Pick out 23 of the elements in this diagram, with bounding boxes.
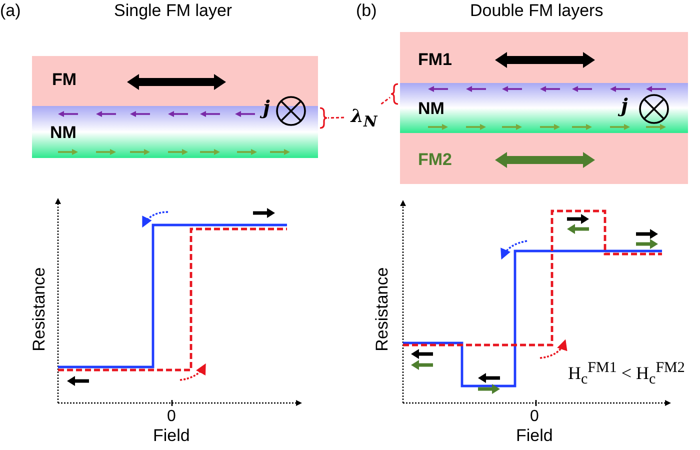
nonmagnet-layer — [400, 83, 688, 133]
layer-label: NM — [50, 123, 76, 143]
ferromagnet-layer — [400, 32, 688, 83]
spin-diffusion-length-label: λ$_{N}$ — [344, 104, 384, 130]
axis-title: Resistance — [374, 267, 392, 352]
ferromagnet-layer — [400, 133, 688, 184]
layer-label: FM1 — [418, 50, 452, 70]
panel-title: Single FM layer — [114, 2, 232, 21]
tick-label: 0 — [530, 408, 539, 426]
panel-label: (a) — [0, 2, 21, 21]
layer-label: FM2 — [418, 150, 452, 170]
axis-title: Field — [153, 427, 190, 446]
curly-bracket — [390, 83, 399, 105]
layer-label: NM — [418, 99, 444, 119]
axis-title: Resistance — [30, 267, 50, 352]
leader-line — [380, 96, 390, 105]
layer-label: FM — [52, 70, 77, 90]
curly-bracket — [319, 107, 328, 129]
leader-line — [328, 116, 344, 119]
panel-label: (b) — [356, 2, 377, 21]
panel-title: Double FM layers — [470, 2, 604, 21]
axis-title: Field — [516, 427, 553, 446]
tick-label: 0 — [167, 408, 176, 426]
